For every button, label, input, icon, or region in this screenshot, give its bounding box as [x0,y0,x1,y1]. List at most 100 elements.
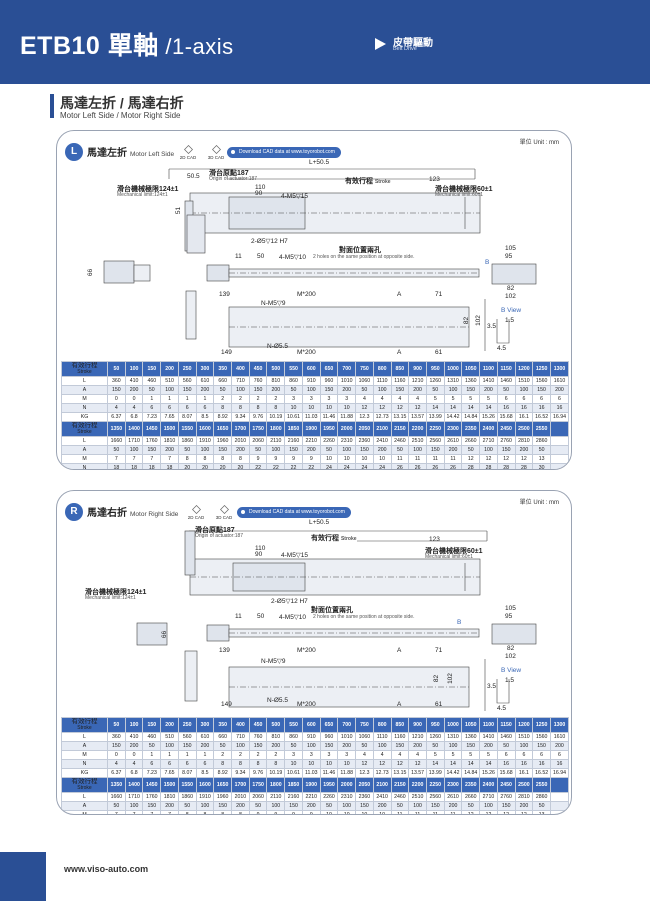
table-cell: 9 [248,810,268,814]
table-cell: 11 [390,810,410,814]
table-cell: 4 [124,403,144,413]
table-cell [549,792,570,802]
table-cell: 2660 [461,436,481,446]
table-cell: 16.1 [514,768,534,778]
table-cell: 14 [425,403,445,413]
dim-a: A [397,291,402,298]
table-cell: 5 [479,394,498,404]
row-label: KG [61,412,108,422]
table-cell: 50 [355,741,374,751]
stroke-cell: 850 [390,717,410,733]
table-cell: 1360 [461,376,481,386]
table-cell: 8 [213,454,233,464]
table-cell: 12 [372,759,392,769]
table-cell: 6 [514,394,534,404]
stroke-cell: 1450 [142,777,162,793]
table-cell: 7.65 [160,768,179,778]
table-cell: 13.99 [425,412,445,422]
stroke-cell: 2150 [390,421,410,437]
table-cell: 100 [479,801,498,811]
table-cell: 1 [177,394,197,404]
table-cell: 100 [443,385,463,395]
table-cell: 26 [425,463,445,469]
cad-2d-link[interactable]: 2D CAD [185,505,207,520]
table-cell: 1760 [142,436,162,446]
cad-3d-link[interactable]: 3D CAD [213,505,235,520]
unit-label: 單位 Unit : mm [519,500,559,506]
dim-pitch-2: M*200 [297,349,316,356]
cad-3d-link[interactable]: 3D CAD [205,145,227,160]
dim-123: 123 [429,536,440,543]
table-cell: 14 [479,403,498,413]
stroke-cell: 1850 [284,421,303,437]
table-cell: 13 [532,454,551,464]
stroke-cell: 400 [231,717,250,733]
table-cell: 1560 [532,376,551,386]
table-cell: 200 [124,741,144,751]
table-cell: 14 [461,403,481,413]
table-cell: 9 [301,810,321,814]
table-cell: 15.68 [496,768,516,778]
table-cell: 16 [549,403,570,413]
table-cell: 16 [549,759,570,769]
stroke-cell: 500 [266,361,286,377]
table-cell: 3 [337,394,357,404]
stroke-cell: 2550 [532,777,551,793]
table-cell: 1810 [160,436,179,446]
table-cell [549,445,570,455]
stroke-cell: 2300 [443,421,463,437]
footer-url[interactable]: www.viso-auto.com [64,864,149,874]
table-cell: 8.92 [213,412,233,422]
dim-149: 149 [221,349,232,356]
table-cell: 13.15 [390,412,410,422]
table-cell: 28 [479,463,498,469]
table-cell: 1160 [390,732,410,742]
table-cell: 24 [372,463,392,469]
limit-left-label: 滑台機械極限124±1 [117,186,179,193]
table-cell: 6.8 [124,768,144,778]
table-cell: 8 [213,759,233,769]
download-cad-button[interactable]: Download CAD data at www.toyorobot.com [227,147,341,158]
row-label: L [61,376,108,386]
dim-a-2: A [397,349,402,356]
table-cell: 360 [107,732,126,742]
download-cad-button[interactable]: Download CAD data at www.toyorobot.com [237,507,351,518]
table-cell: 18 [142,463,162,469]
table-cell: 2110 [266,436,286,446]
table-cell: 150 [461,385,481,395]
table-cell: 8 [177,810,197,814]
stroke-cell: 2400 [479,421,498,437]
table-cell: 2060 [248,792,268,802]
stroke-cell: 2000 [337,421,357,437]
stroke-cell: 1200 [514,361,534,377]
stroke-cell: 1050 [461,361,481,377]
table-cell: 150 [177,385,197,395]
table-cell: 8 [231,403,250,413]
stroke-cell: 2350 [461,421,481,437]
table-cell: 200 [195,741,215,751]
stroke-cell: 1950 [319,777,339,793]
cad-2d-link[interactable]: 2D CAD [177,145,199,160]
table-cell: 100 [479,445,498,455]
table-cell: 6 [496,750,516,760]
table-cell: 10 [301,759,321,769]
table-cell [549,436,570,446]
footer-bar [0,852,46,901]
table-cell: 4 [372,750,392,760]
table-cell: 2760 [496,792,516,802]
table-cell: 1410 [479,376,498,386]
table-cell: 100 [408,445,427,455]
table-cell: 50 [532,445,551,455]
table-cell: 15.68 [496,412,516,422]
stroke-cell: 750 [355,717,374,733]
table-cell: 100 [160,385,179,395]
limit-left-label: 滑台機械極限124±1 [85,589,147,596]
dim-1-5: 1.5 [505,317,515,324]
table-cell: 510 [160,376,179,386]
stroke-cell: 2350 [461,777,481,793]
dim-90: 90 [255,190,263,197]
stroke-cell: 500 [266,717,286,733]
